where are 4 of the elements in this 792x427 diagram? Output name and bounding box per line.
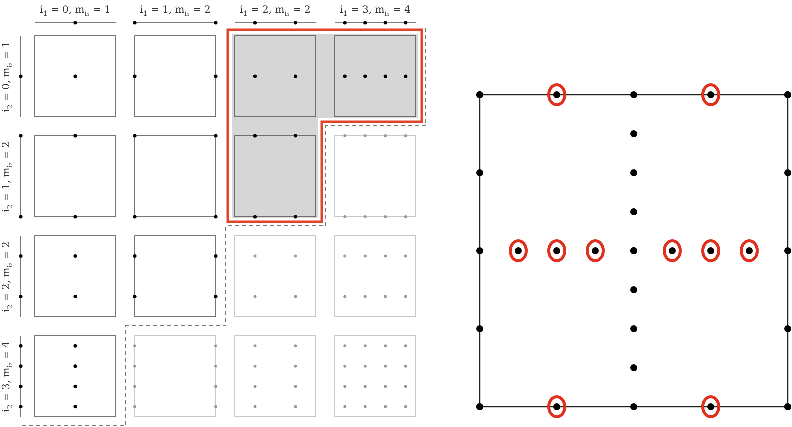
- axis-label: i$_{1}$ = 2, m$_{i₁}$ = 2: [240, 5, 311, 20]
- axis-label: i$_{1}$ = 3, m$_{i₁}$ = 4: [340, 5, 411, 20]
- axis-label: i$_{1}$ = 1, m$_{i₁}$ = 2: [140, 5, 211, 20]
- axis-label: i$_{1}$ = 0, m$_{i₁}$ = 1: [40, 5, 111, 20]
